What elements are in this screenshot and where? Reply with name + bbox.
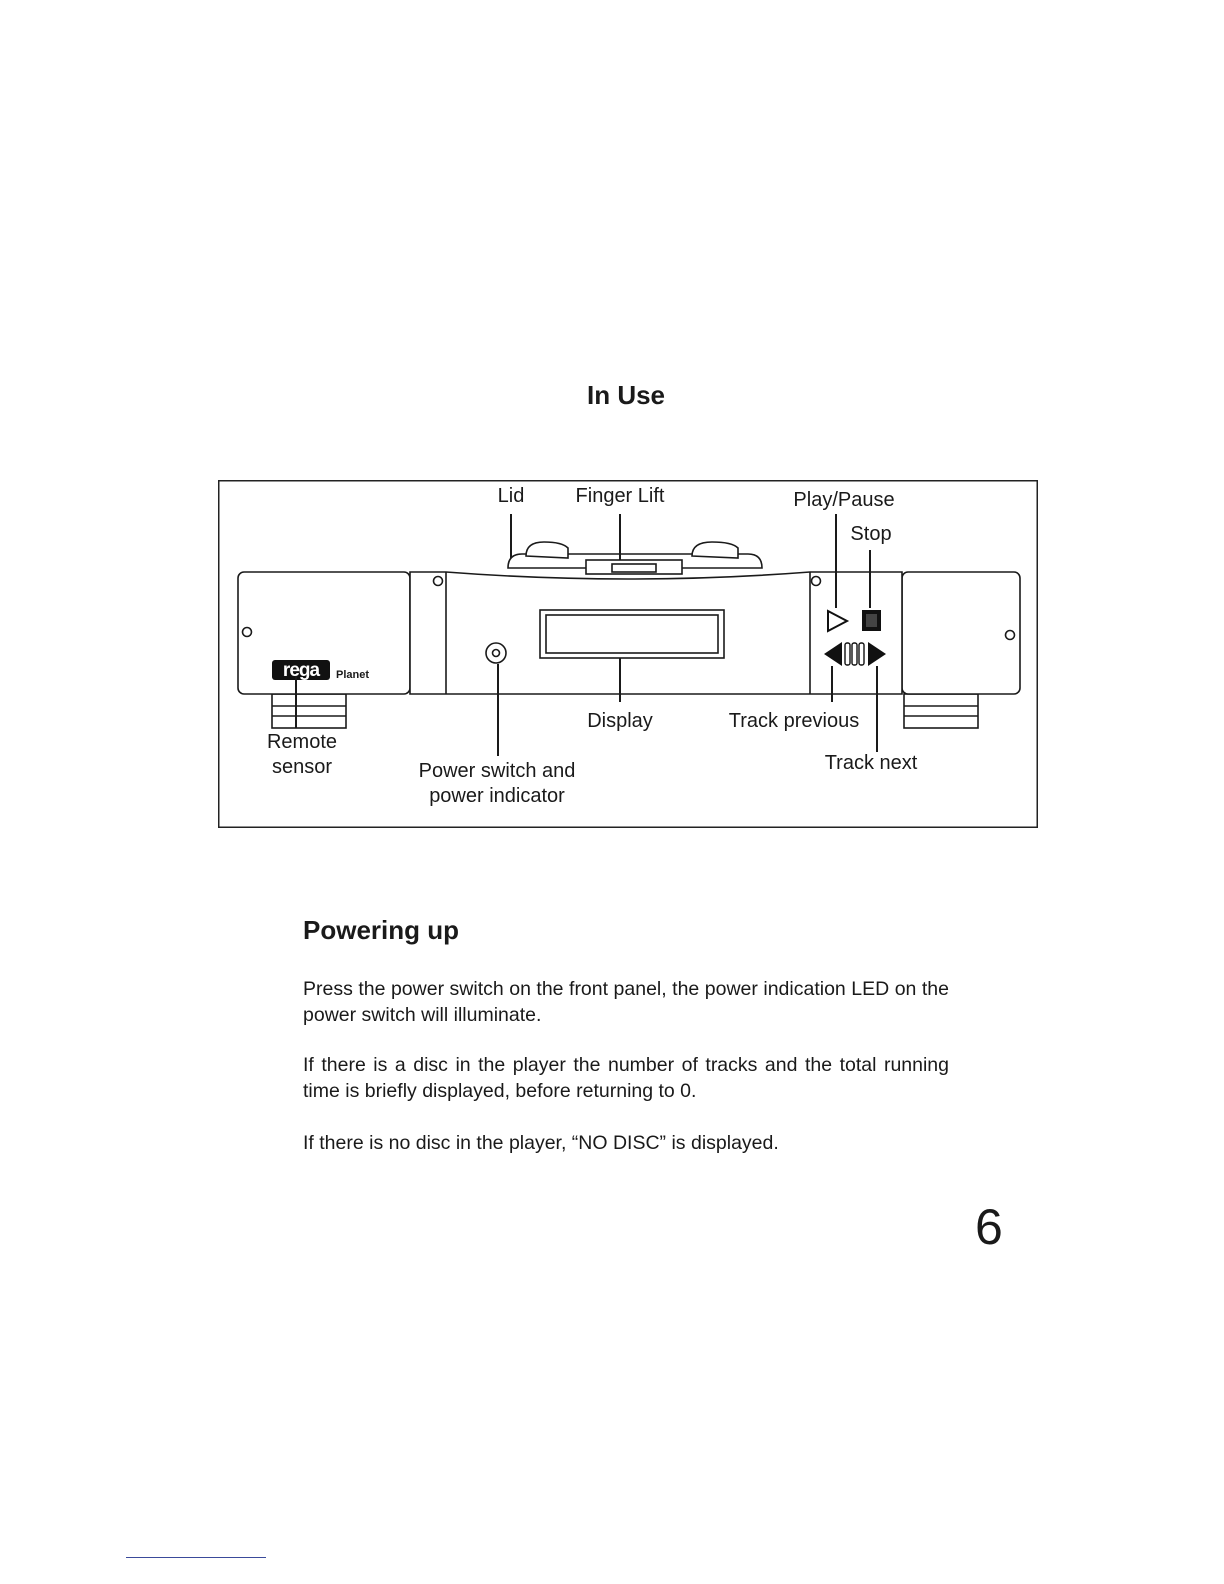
- track-previous-icon: [824, 642, 842, 666]
- screw: [810, 575, 822, 587]
- page-title: In Use: [586, 380, 666, 410]
- label-lid: Lid: [498, 485, 525, 507]
- lid-knob-right: [691, 541, 739, 559]
- rega-logo: rega: [272, 660, 330, 681]
- paragraph-disc-info: If there is a disc in the player the num…: [303, 1054, 949, 1102]
- footnote-rule: [126, 1557, 266, 1558]
- label-finger-lift: Finger Lift: [576, 485, 665, 507]
- label-stop: Stop: [850, 523, 891, 545]
- label-remote-sensor-line1: Remote: [267, 731, 337, 753]
- track-next-icon: [868, 642, 886, 666]
- label-track-previous: Track previous: [729, 710, 859, 732]
- screw: [432, 575, 444, 587]
- paragraph-power-switch: Press the power switch on the front pane…: [303, 978, 949, 1026]
- label-power-switch-line2: power indicator: [429, 785, 565, 807]
- figure-frame: [218, 480, 1038, 828]
- label-play-pause: Play/Pause: [793, 489, 894, 511]
- foot-left: [271, 693, 347, 729]
- callout-lines: [295, 514, 878, 756]
- lid-knob-left: [525, 541, 569, 559]
- play-icon: [827, 609, 850, 633]
- screw: [241, 626, 253, 638]
- cd-player-body: [237, 541, 1021, 729]
- right-side-panel: [901, 571, 1021, 695]
- paragraph-no-disc: If there is no disc in the player, “NO D…: [303, 1132, 779, 1154]
- svg-text:rega: rega: [283, 660, 321, 681]
- power-button: [485, 642, 507, 664]
- label-track-next: Track next: [825, 752, 918, 774]
- label-display: Display: [587, 710, 653, 732]
- model-name: Planet: [336, 669, 369, 681]
- cd-player-front-panel-diagram: rega Planet Lid Finger Lift Play/Pause S…: [218, 480, 1038, 828]
- label-remote-sensor-line2: sensor: [272, 756, 332, 778]
- screw: [1004, 629, 1016, 641]
- label-power-switch-line1: Power switch and: [419, 760, 576, 782]
- foot-right: [903, 693, 979, 729]
- page-number: 6: [975, 1199, 1003, 1255]
- section-heading: Powering up: [303, 915, 459, 945]
